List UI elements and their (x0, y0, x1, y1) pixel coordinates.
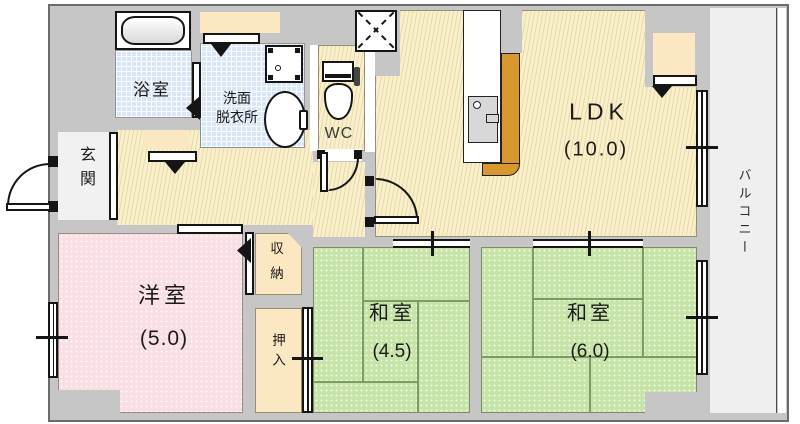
shoe-cabinet (143, 130, 190, 148)
tatami-line (532, 247, 534, 357)
label-washroom: 洗面 脱衣所 (216, 90, 258, 125)
balcony-floor (710, 8, 777, 413)
fusuma-tick (292, 357, 323, 360)
label-balcony: バルコニー (736, 168, 752, 258)
genkan-step (109, 132, 118, 220)
partition-tick (588, 231, 591, 256)
room-bath (115, 50, 192, 118)
balcony-railing-gap (778, 8, 786, 413)
room-washitsu-45 (313, 247, 470, 413)
closet-oshiire (255, 308, 302, 413)
wc-wall-right (365, 52, 375, 152)
entrance-door-arc (7, 163, 50, 206)
label-ldk-size: (10.0) (563, 138, 629, 161)
tatami-line (363, 300, 470, 302)
label-washitsu60: 和室 (567, 302, 613, 325)
label-genkan: 玄関 (77, 146, 94, 194)
yoshitsu-door (177, 224, 243, 234)
label-yoshitsu-size: (5.0) (139, 327, 189, 350)
tatami-line (417, 300, 419, 413)
kitchen-faucet (486, 114, 499, 123)
kitchen-counter-return (482, 163, 520, 176)
tatami-line (481, 356, 697, 358)
wc-door-leaf (320, 152, 328, 192)
partition-tick (431, 231, 434, 256)
vanity-faucet (299, 110, 308, 130)
bathtub-basin (121, 16, 185, 45)
kitchen-counter-top (501, 53, 520, 163)
tatami-line (313, 381, 418, 383)
washroom-counter (200, 12, 280, 33)
shuno-door (245, 232, 254, 295)
label-washitsu45-size: (4.5) (372, 341, 412, 362)
label-shuno: 収 納 (270, 241, 284, 281)
toilet-controls (354, 67, 360, 86)
window-tick (686, 146, 718, 149)
toilet-bowl (324, 83, 353, 120)
washroom-door (203, 33, 260, 44)
window-tick (686, 316, 718, 319)
ldk-storage (653, 33, 695, 75)
label-yoshitsu: 洋室 (137, 283, 191, 308)
kitchen-sink-drain (473, 101, 481, 109)
ldk-storage-door (653, 75, 697, 86)
entrance-door-leaf (6, 203, 51, 211)
closet-shuno (255, 233, 302, 295)
wc-door-jamb (354, 150, 362, 159)
toilet-tank (322, 61, 354, 82)
yoshitsu-corner-notch (58, 390, 120, 413)
label-washitsu60-size: (6.0) (570, 341, 610, 362)
label-washitsu45: 和室 (369, 302, 415, 325)
yoshitsu-window (48, 302, 58, 378)
ldk-door-jamb (365, 176, 374, 186)
room-yoshitsu (58, 233, 243, 413)
window-tick (36, 336, 68, 339)
kitchen-back-wall (501, 10, 522, 53)
label-wc: WC (324, 125, 354, 142)
entrance-hinge (48, 156, 58, 167)
wc-wall-left (310, 45, 318, 151)
washitsu60-corner-notch (645, 392, 697, 413)
ldk-door-jamb (365, 217, 374, 227)
washing-machine-pan (265, 45, 303, 83)
entrance-latch (48, 201, 58, 212)
tatami-line (362, 247, 364, 382)
tatami-line (533, 298, 643, 300)
tatami-line (589, 357, 591, 413)
tatami-line (642, 247, 644, 357)
label-ldk: LDK (569, 98, 629, 125)
room-genkan (58, 132, 117, 220)
oshiire-fusuma (302, 307, 313, 413)
ldk-door-leaf (374, 216, 419, 224)
room-ldk (375, 10, 697, 237)
pipe-shaft-vent (355, 10, 397, 52)
label-bath: 浴室 (133, 80, 171, 100)
label-oshiire: 押入 (270, 333, 285, 372)
shoe-cabinet-door (148, 151, 197, 162)
